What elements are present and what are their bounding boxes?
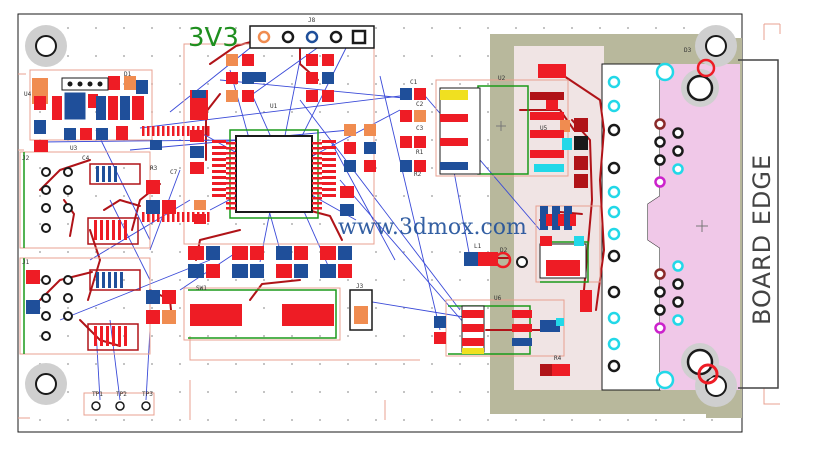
- svg-text:U5: U5: [540, 125, 548, 132]
- u1-qfp-package: [142, 126, 336, 222]
- svg-text:TP1: TP1: [92, 391, 103, 398]
- bottom-resistor-pads: [190, 304, 334, 326]
- svg-text:D3: D3: [684, 47, 692, 54]
- test-points: [91, 401, 151, 411]
- svg-text:C3: C3: [416, 125, 424, 132]
- d1-u3-cluster: [32, 76, 148, 140]
- mounting-holes: [25, 25, 737, 407]
- svg-text:TP2: TP2: [116, 391, 127, 398]
- svg-text:U1: U1: [270, 103, 278, 110]
- svg-text:J1: J1: [22, 259, 30, 266]
- svg-text:U3: U3: [70, 145, 78, 152]
- board-edge-frame: [738, 59, 779, 389]
- svg-text:R1: R1: [416, 149, 424, 156]
- svg-text:D2: D2: [500, 247, 508, 254]
- connector-pads: [607, 62, 684, 390]
- j8-pin-header: [249, 25, 375, 49]
- j1-j2-header-pads: [41, 163, 141, 351]
- watermark-text: www.3dmox.com: [338, 215, 527, 240]
- board-edge-label: BOARD EDGE: [748, 154, 776, 325]
- ratsnest-lines: [39, 39, 541, 401]
- svg-text:U6: U6: [494, 295, 502, 302]
- svg-text:U4: U4: [24, 91, 32, 98]
- svg-text:U2: U2: [498, 75, 506, 82]
- svg-text:C1: C1: [410, 79, 418, 86]
- svg-text:J3: J3: [356, 283, 364, 290]
- svg-text:TP3: TP3: [142, 391, 153, 398]
- svg-text:J8: J8: [308, 17, 316, 24]
- svg-text:R4: R4: [554, 355, 562, 362]
- svg-text:L1: L1: [474, 243, 482, 250]
- svg-text:C7: C7: [170, 169, 178, 176]
- regulator-blocks: [349, 64, 592, 376]
- svg-text:R3: R3: [150, 165, 158, 172]
- svg-text:J2: J2: [22, 155, 30, 162]
- svg-text:C2: C2: [416, 101, 424, 108]
- net-label-3v3: 3V3: [188, 23, 239, 53]
- svg-text:C4: C4: [82, 155, 90, 162]
- svg-text:R2: R2: [414, 171, 422, 178]
- svg-text:SW1: SW1: [196, 285, 207, 292]
- passive-pads: [26, 54, 572, 344]
- connector-contact-field: [648, 64, 740, 390]
- svg-text:D1: D1: [124, 71, 132, 78]
